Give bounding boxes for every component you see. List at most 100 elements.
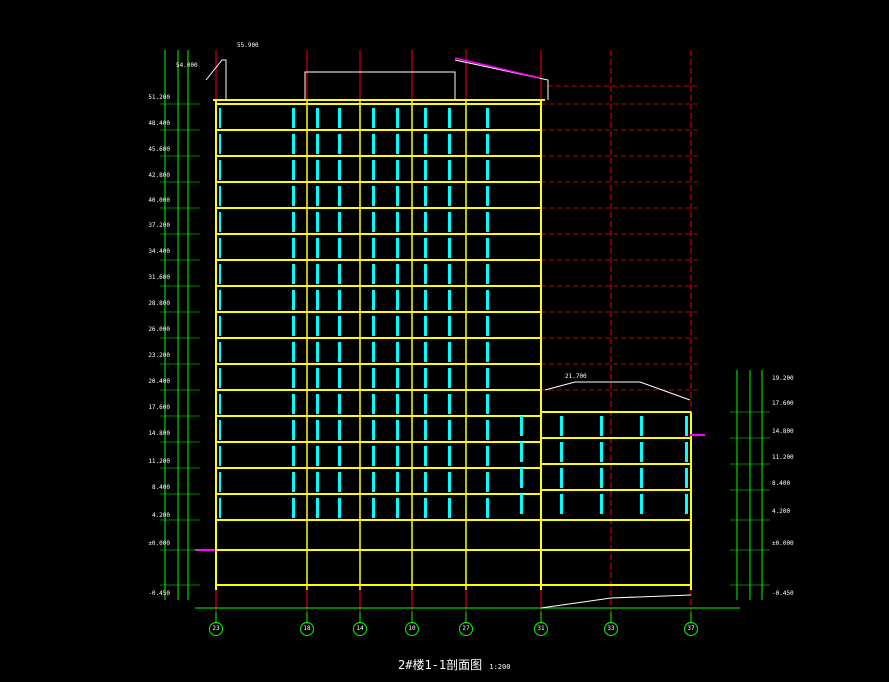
- window: [486, 498, 489, 518]
- left-level-label: 23.200: [148, 352, 170, 359]
- window: [316, 264, 319, 284]
- window: [486, 446, 489, 466]
- window: [640, 442, 643, 462]
- window: [372, 368, 375, 388]
- window: [560, 494, 563, 514]
- window: [424, 290, 427, 310]
- window: [338, 108, 341, 128]
- window: [292, 108, 295, 128]
- slope-ground: [540, 594, 692, 609]
- left-level-label: 8.400: [151, 484, 170, 491]
- window: [486, 108, 489, 128]
- window: [316, 446, 319, 466]
- window: [520, 442, 523, 462]
- window: [372, 290, 375, 310]
- window: [396, 108, 399, 128]
- axis-bubble: 10: [405, 622, 419, 636]
- window: [520, 416, 523, 436]
- window: [486, 290, 489, 310]
- window: [219, 186, 221, 206]
- window: [448, 264, 451, 284]
- parapet-left: [205, 59, 227, 100]
- right-level-label: 8.400: [772, 480, 791, 487]
- window: [338, 160, 341, 180]
- window: [486, 134, 489, 154]
- window: [448, 212, 451, 232]
- window: [338, 446, 341, 466]
- window: [292, 134, 295, 154]
- bottom-level-left: -0.450: [148, 590, 170, 597]
- window: [316, 472, 319, 492]
- window: [600, 442, 603, 462]
- window: [424, 394, 427, 414]
- window: [424, 160, 427, 180]
- window: [219, 212, 221, 232]
- window: [486, 264, 489, 284]
- window: [424, 316, 427, 336]
- window: [396, 212, 399, 232]
- window: [219, 420, 221, 440]
- window: [396, 290, 399, 310]
- window: [316, 498, 319, 518]
- window: [316, 368, 319, 388]
- window: [372, 134, 375, 154]
- window: [396, 446, 399, 466]
- left-level-label: 40.000: [148, 197, 170, 204]
- window: [219, 368, 221, 388]
- window: [338, 290, 341, 310]
- window: [396, 134, 399, 154]
- window: [338, 238, 341, 258]
- axis-bubble: 18: [300, 622, 314, 636]
- window: [316, 160, 319, 180]
- left-level-label: 4.200: [151, 512, 170, 519]
- window: [219, 264, 221, 284]
- window: [316, 420, 319, 440]
- window: [520, 494, 523, 514]
- window: [338, 472, 341, 492]
- podium-roof-level-label: 21.700: [565, 373, 587, 380]
- window: [448, 316, 451, 336]
- window: [448, 290, 451, 310]
- window: [219, 394, 221, 414]
- window: [316, 186, 319, 206]
- window: [448, 394, 451, 414]
- window: [486, 342, 489, 362]
- window: [372, 108, 375, 128]
- right-level-label: 4.200: [772, 508, 791, 515]
- axis-bubble: 37: [684, 622, 698, 636]
- window: [292, 472, 295, 492]
- window: [396, 238, 399, 258]
- roof-accent: [454, 57, 541, 79]
- window: [448, 446, 451, 466]
- window: [316, 238, 319, 258]
- window: [448, 368, 451, 388]
- window: [219, 446, 221, 466]
- window: [372, 420, 375, 440]
- podium-roof: [544, 381, 691, 401]
- window: [424, 498, 427, 518]
- window: [396, 186, 399, 206]
- window: [372, 498, 375, 518]
- window: [486, 212, 489, 232]
- window: [338, 186, 341, 206]
- window: [338, 212, 341, 232]
- left-level-label: 34.400: [148, 248, 170, 255]
- window: [396, 498, 399, 518]
- window: [685, 442, 688, 462]
- left-level-label: 51.200: [148, 94, 170, 101]
- window: [396, 420, 399, 440]
- roof-level-label: 55.900: [237, 42, 259, 49]
- left-level-label: 37.200: [148, 222, 170, 229]
- window: [424, 472, 427, 492]
- axis-bubble: 14: [353, 622, 367, 636]
- window: [372, 446, 375, 466]
- left-level-label: 31.600: [148, 274, 170, 281]
- window: [219, 316, 221, 336]
- window: [396, 264, 399, 284]
- window: [372, 316, 375, 336]
- window: [219, 498, 221, 518]
- window: [292, 316, 295, 336]
- window: [338, 498, 341, 518]
